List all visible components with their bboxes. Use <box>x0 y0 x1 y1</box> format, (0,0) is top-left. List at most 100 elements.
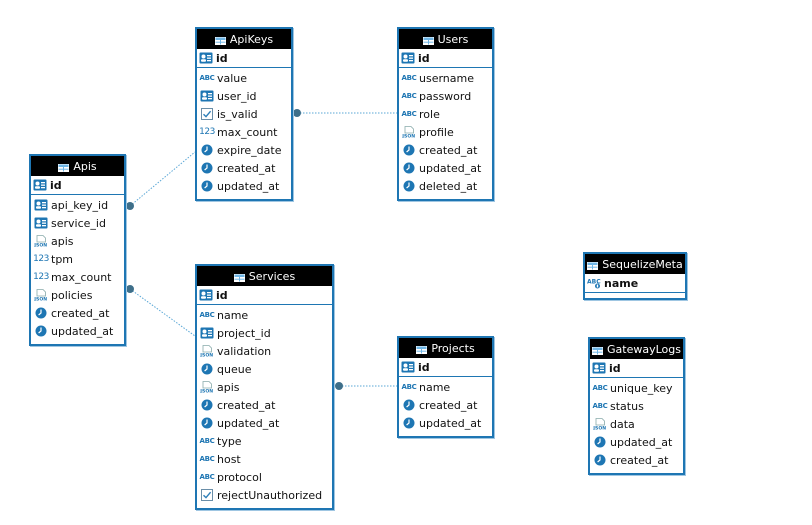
column-row[interactable]: queue <box>197 360 332 378</box>
column-label: apis <box>217 380 240 394</box>
table-header[interactable]: ApiKeys <box>197 29 291 49</box>
column-label: rejectUnauthorized <box>217 488 323 502</box>
key-icon <box>592 362 606 374</box>
json-doc-icon: JSON <box>200 345 214 357</box>
column-row[interactable]: service_id <box>31 214 124 232</box>
column-row[interactable]: created_at <box>590 451 683 469</box>
column-label: service_id <box>51 216 106 230</box>
column-label: created_at <box>51 306 110 320</box>
column-label: profile <box>419 125 454 139</box>
column-row[interactable]: deleted_at <box>399 177 492 195</box>
column-row[interactable]: updated_at <box>197 414 332 432</box>
column-row[interactable]: project_id <box>197 324 332 342</box>
column-label: value <box>217 71 248 85</box>
column-row[interactable]: created_at <box>197 159 291 177</box>
primary-key-label: id <box>216 288 228 302</box>
column-row[interactable]: updated_at <box>399 414 492 432</box>
column-row[interactable]: created_at <box>197 396 332 414</box>
svg-text:JSON: JSON <box>200 352 213 357</box>
column-label: updated_at <box>419 416 482 430</box>
json-doc-icon: JSON <box>34 235 48 247</box>
primary-key-label: name <box>604 276 639 290</box>
primary-key-row[interactable]: id <box>31 176 124 195</box>
column-row[interactable]: created_at <box>31 304 124 322</box>
column-label: host <box>217 452 241 466</box>
column-row[interactable]: is_valid <box>197 105 291 123</box>
primary-key-row[interactable]: id <box>197 49 291 68</box>
primary-key-row[interactable]: id <box>399 358 492 377</box>
relation-line[interactable] <box>129 288 196 337</box>
column-label: created_at <box>419 398 478 412</box>
column-label: username <box>419 71 474 85</box>
primary-key-row[interactable]: id <box>590 359 683 378</box>
checkbox-icon <box>200 108 214 120</box>
json-doc-icon: JSON <box>200 381 214 393</box>
column-row[interactable]: rejectUnauthorized <box>197 486 332 504</box>
table-name: Users <box>437 32 469 46</box>
key-icon <box>33 179 47 191</box>
abc-text-icon: ABC <box>401 74 417 82</box>
column-row[interactable]: updated_at <box>399 159 492 177</box>
svg-text:JSON: JSON <box>34 296 47 301</box>
clock-icon <box>200 180 214 192</box>
svg-text:JSON: JSON <box>593 425 606 430</box>
primary-key-row[interactable]: id <box>197 286 332 305</box>
table-header[interactable]: Users <box>399 29 492 49</box>
clock-icon <box>402 399 416 411</box>
column-row[interactable]: user_id <box>197 87 291 105</box>
relation-line[interactable] <box>129 151 196 207</box>
column-row[interactable]: created_at <box>399 396 492 414</box>
column-label: api_key_id <box>51 198 109 212</box>
abc-text-icon: ABC <box>401 383 417 391</box>
column-row[interactable]: updated_at <box>197 177 291 195</box>
clock-icon <box>200 417 214 429</box>
clock-icon <box>402 162 416 174</box>
column-row[interactable]: expire_date <box>197 141 291 159</box>
primary-key-label: id <box>216 51 228 65</box>
primary-key-label: id <box>50 178 62 192</box>
table-header[interactable]: Apis <box>31 156 124 176</box>
table-header[interactable]: SequelizeMeta <box>585 254 685 274</box>
primary-key-label: id <box>609 361 621 375</box>
column-row[interactable]: JSON data <box>590 415 683 433</box>
column-row[interactable]: api_key_id <box>31 196 124 214</box>
column-row[interactable]: updated_at <box>590 433 683 451</box>
column-label: data <box>610 417 635 431</box>
column-label: user_id <box>217 89 257 103</box>
table-header[interactable]: GatewayLogs <box>590 339 683 359</box>
primary-key-row[interactable]: id <box>399 49 492 68</box>
column-row[interactable]: updated_at <box>31 322 124 340</box>
table-header[interactable]: Services <box>197 266 332 286</box>
table-header[interactable]: Projects <box>399 338 492 358</box>
column-row[interactable]: created_at <box>399 141 492 159</box>
